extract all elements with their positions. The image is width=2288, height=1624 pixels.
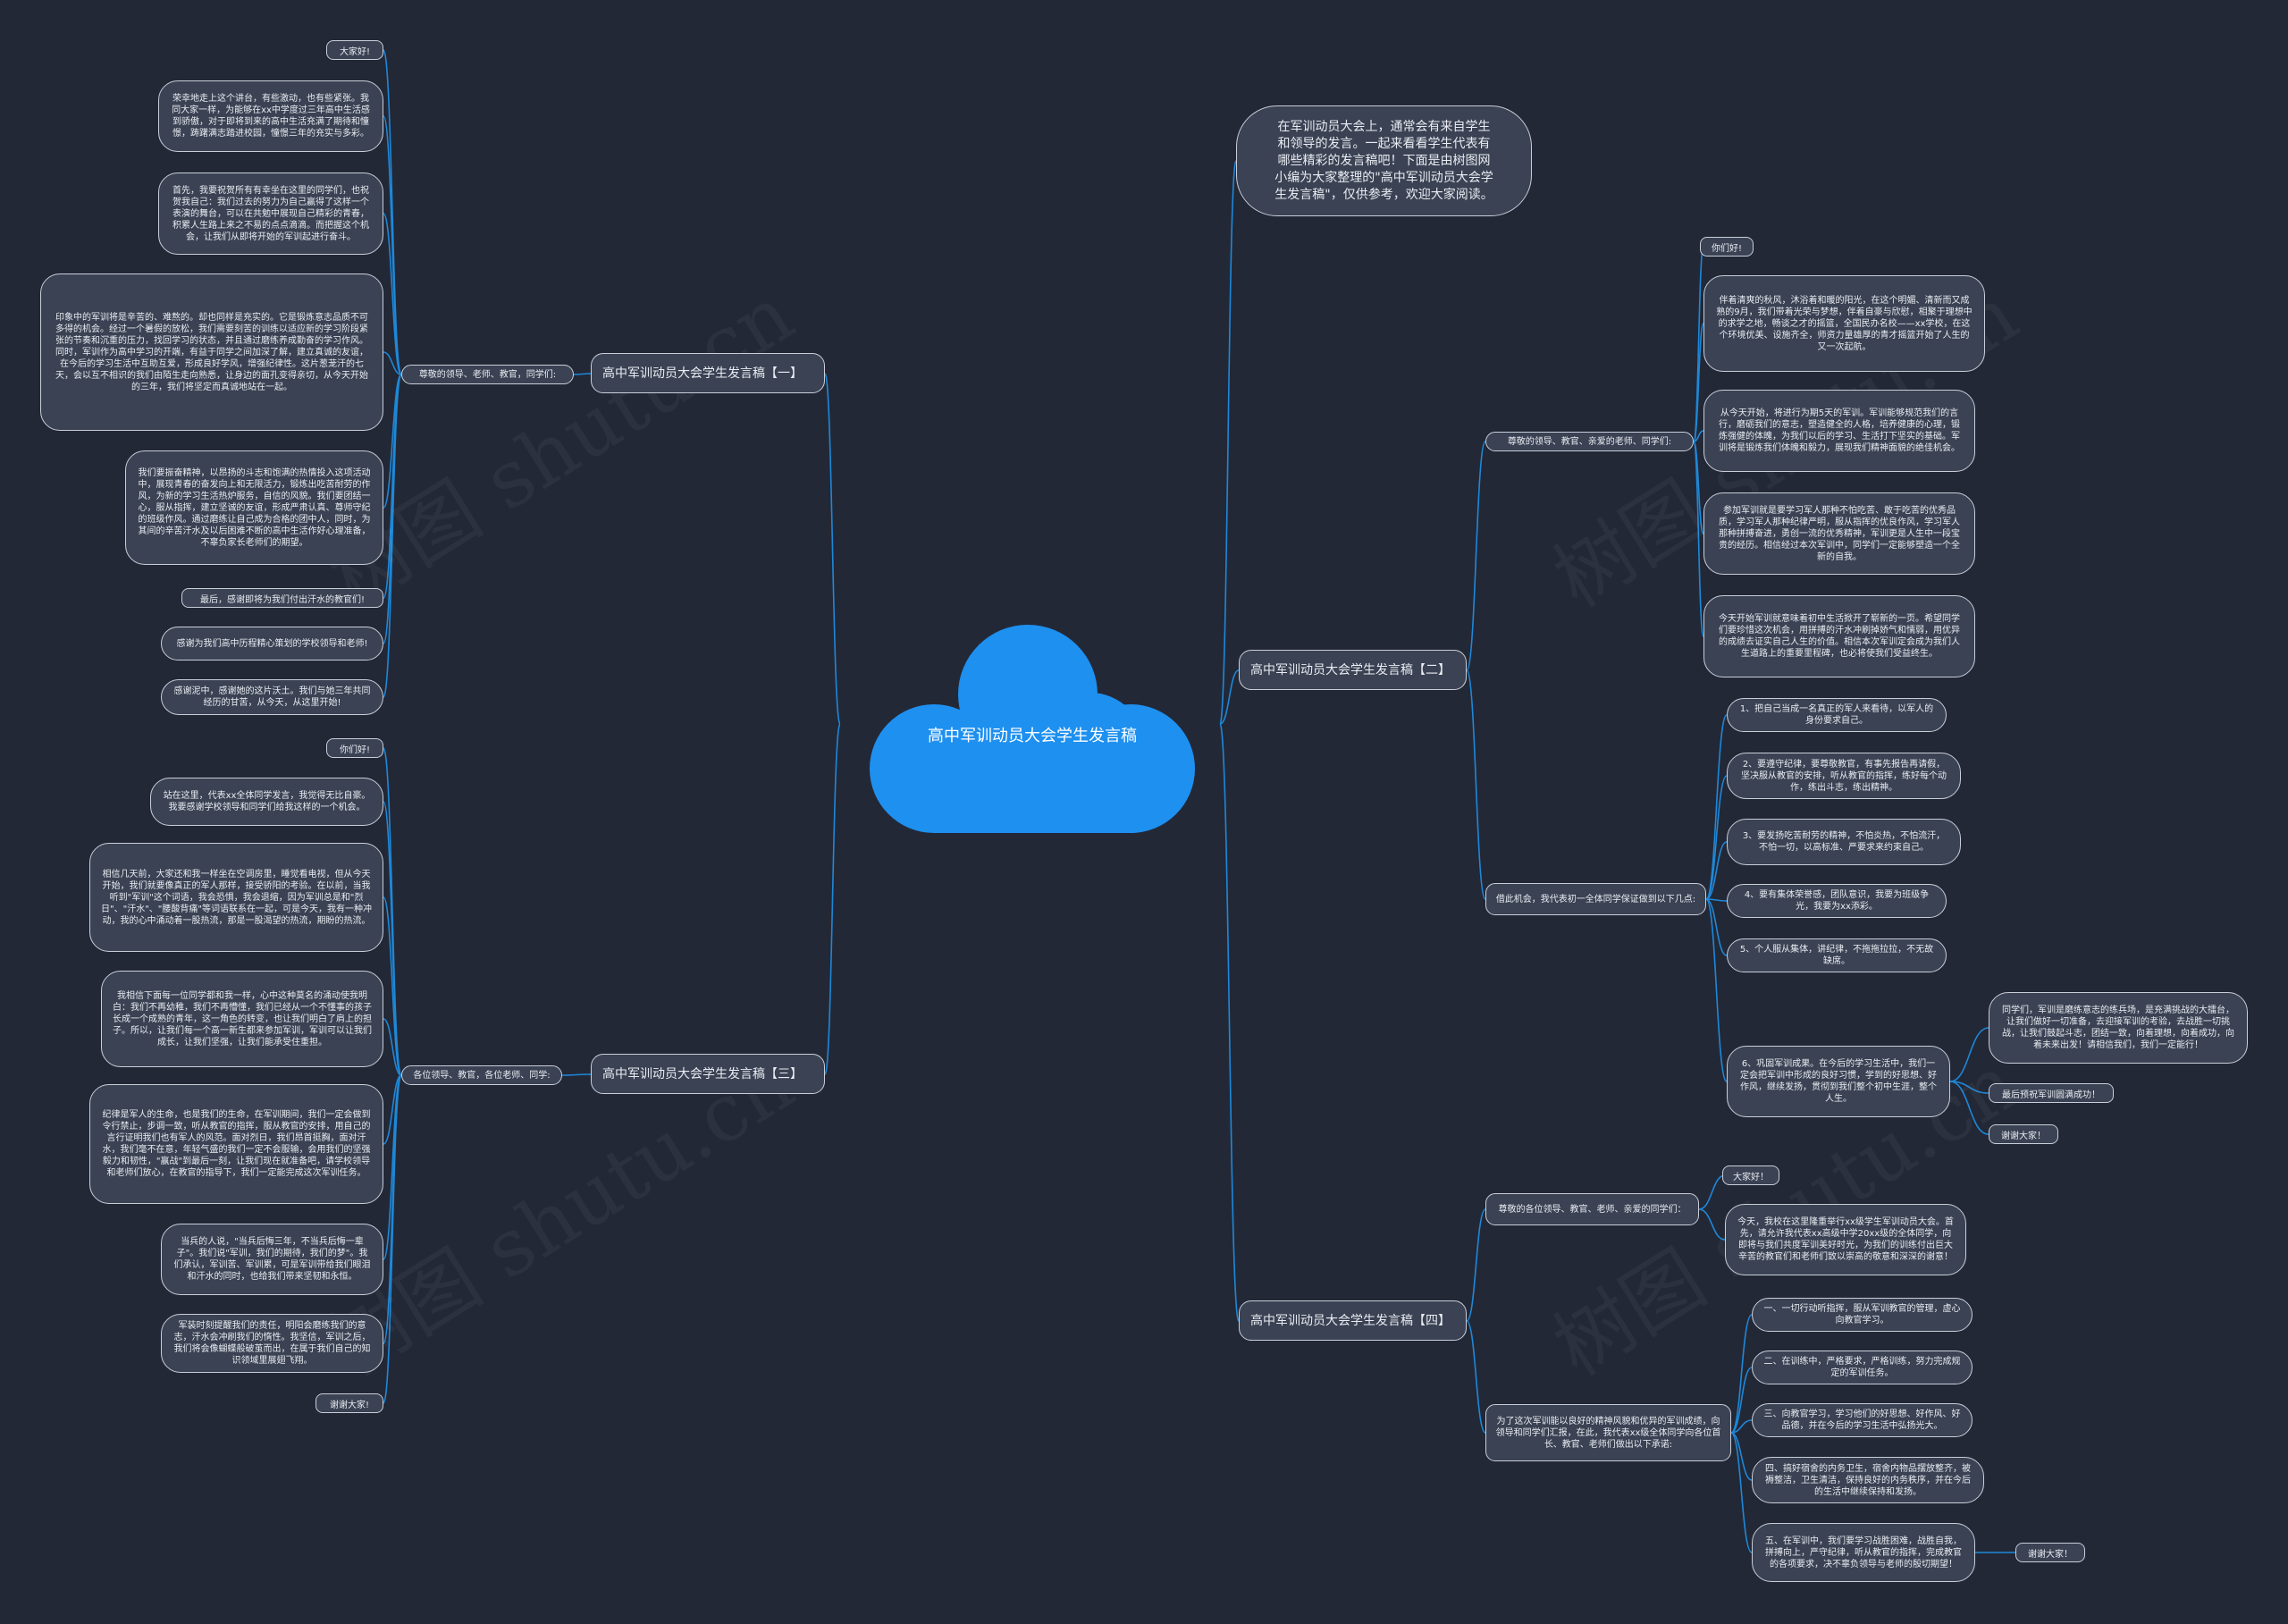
branch-4-leaf[interactable]: 三、向教官学习，学习他们的好思想、好作风、好品德，并在今后的学习生活中弘扬光大。 bbox=[1752, 1403, 1973, 1437]
connector-line bbox=[1219, 160, 1237, 725]
branch-1-leaf[interactable]: 印象中的军训将是辛苦的、难熬的。却也同样是充实的。它是锻炼意志品质不可多得的机会… bbox=[40, 273, 383, 431]
branch-3-leaf[interactable]: 纪律是军人的生命，也是我们的生命，在军训期间，我们一定会做到令行禁止，步调一致，… bbox=[89, 1084, 383, 1204]
branch-2-leaf[interactable]: 1、把自己当成一名真正的军人来看待，以军人的身份要求自己。 bbox=[1727, 698, 1947, 732]
connector-line bbox=[1693, 323, 1704, 442]
branch-4-leaf[interactable]: 一、一切行动听指挥，服从军训教官的管理，虚心向教官学习。 bbox=[1752, 1298, 1973, 1332]
connector-line bbox=[1705, 898, 1728, 902]
branch-1-leaf[interactable]: 大家好! bbox=[326, 40, 383, 60]
branch-4-leaf[interactable]: 二、在训练中，严格要求，严格训练，努力完成规定的军训任务。 bbox=[1752, 1351, 1973, 1384]
branch-3-greeting[interactable]: 各位领导、教官，各位老师、同学: bbox=[401, 1065, 562, 1085]
connector-line bbox=[1693, 441, 1704, 637]
connector-line bbox=[383, 213, 402, 375]
connector-line bbox=[1705, 898, 1728, 956]
branch-2-leaf[interactable]: 最后预祝军训圆满成功！ bbox=[1989, 1083, 2114, 1103]
connector-line bbox=[1705, 898, 1728, 1082]
branch-3-title[interactable]: 高中军训动员大会学生发言稿【三】 bbox=[591, 1054, 825, 1094]
branch-3-leaf[interactable]: 相信几天前，大家还和我一样坐在空调房里，睡觉看电视，但从今天开始，我们就要像真正… bbox=[89, 843, 383, 952]
connector-line bbox=[1693, 246, 1704, 442]
connector-line bbox=[383, 374, 402, 698]
branch-4-leaf[interactable]: 谢谢大家！ bbox=[2015, 1543, 2085, 1562]
branch-2-leaf[interactable]: 6、巩固军训成果。在今后的学习生活中，我们一定会把军训中形成的良好习惯，学到的好… bbox=[1727, 1046, 1950, 1117]
branch-1-leaf[interactable]: 最后，感谢即将为我们付出汗水的教官们! bbox=[181, 588, 383, 608]
connector-line bbox=[383, 747, 402, 1076]
branch-2-leaf[interactable]: 同学们，军训是磨练意志的练兵场，是充满挑战的大擂台，让我们做好一切准备，去迎接军… bbox=[1989, 992, 2248, 1064]
branch-2-leaf[interactable]: 2、要遵守纪律，要尊敬教官，有事先报告再请假，坚决服从教官的安排，听从教官的指挥… bbox=[1727, 753, 1961, 799]
connector-line bbox=[1730, 1432, 1753, 1553]
branch-3-leaf[interactable]: 站在这里，代表xx全体同学发言，我觉得无比自豪。我要感谢学校领导和同学们给我这样… bbox=[150, 778, 383, 826]
connector-line bbox=[1730, 1367, 1753, 1434]
connector-line bbox=[1698, 1174, 1726, 1210]
connector-line bbox=[561, 1073, 592, 1076]
connector-line bbox=[1730, 1314, 1753, 1434]
branch-2-leaf[interactable]: 你们好! bbox=[1700, 237, 1754, 257]
branch-1-leaf[interactable]: 感谢泥中，感谢她的这片沃土。我们与她三年共同经历的甘苦，从今天，从这里开始! bbox=[161, 679, 383, 715]
branch-3-leaf[interactable]: 谢谢大家! bbox=[315, 1393, 383, 1413]
connector-line bbox=[383, 49, 402, 375]
connector-line bbox=[383, 801, 402, 1076]
branch-2-leaf[interactable]: 从今天开始，将进行为期5天的军训。军训能够规范我们的言行，磨砺我们的意志，塑造健… bbox=[1703, 390, 1975, 472]
branch-2-leaf[interactable]: 4、要有集体荣誉感，团队意识，我要为班级争光，我要为xx添彩。 bbox=[1727, 884, 1947, 918]
branch-4-leaf[interactable]: 大家好！ bbox=[1722, 1165, 1779, 1185]
connector-line bbox=[1949, 1081, 1989, 1135]
connector-line bbox=[1693, 430, 1704, 442]
connector-line bbox=[1466, 441, 1486, 671]
branch-4-greeting[interactable]: 尊敬的各位领导、教官、老师、亲爱的同学们： bbox=[1485, 1193, 1699, 1225]
connector-line bbox=[1705, 775, 1728, 900]
branch-1-leaf[interactable]: 首先，我要祝贺所有有幸坐在这里的同学们，也祝贺我自己：我们过去的努力为自己赢得了… bbox=[158, 172, 383, 255]
branch-1-leaf[interactable]: 我们要振奋精神，以昂扬的斗志和饱满的热情投入这项活动中，展现青春的奋发向上和无限… bbox=[125, 450, 383, 565]
connector-line bbox=[1219, 669, 1240, 725]
connector-line bbox=[383, 1018, 402, 1076]
branch-2-leaf[interactable]: 参加军训就是要学习军人那种不怕吃苦、敢于吃苦的优秀品质，学习军人那种纪律严明，服… bbox=[1703, 492, 1975, 575]
branch-1-greeting[interactable]: 尊敬的领导、老师、教官，同学们: bbox=[401, 365, 574, 384]
branch-2-leaf[interactable]: 今天开始军训就意味着初中生活掀开了崭新的一页。希望同学们要珍惜这次机会，用拼搏的… bbox=[1703, 595, 1975, 677]
connector-line bbox=[383, 351, 402, 375]
connector-line bbox=[1219, 723, 1240, 1322]
branch-4-pledge[interactable]: 为了这次军训能以良好的精神风貌和优异的军训成绩，向领导和同学们汇报，在此，我代表… bbox=[1485, 1404, 1731, 1461]
branch-2-leaf[interactable]: 3、要发扬吃苦耐劳的精神，不怕炎热，不怕流汗，不怕一切，以高标准、严要求来约束自… bbox=[1727, 819, 1961, 865]
connector-line bbox=[1730, 1419, 1753, 1434]
branch-2-pledge[interactable]: 借此机会，我代表初一全体同学保证做到以下几点: bbox=[1485, 883, 1706, 915]
branch-4-leaf[interactable]: 四、搞好宿舍的内务卫生，宿舍内物品摆放整齐，被褥整洁，卫生清洁，保持良好的内务秩… bbox=[1752, 1457, 1984, 1503]
connector-line bbox=[383, 896, 402, 1076]
connector-line bbox=[1949, 1027, 1989, 1082]
connector-line bbox=[1698, 1208, 1726, 1241]
branch-3-leaf[interactable]: 我相信下面每一位同学都和我一样，心中这种莫名的涌动使我明白：我们不再幼稚，我们不… bbox=[101, 971, 383, 1067]
branch-4-leaf[interactable]: 今天，我校在这里隆重举行xx级学生军训动员大会。首先，请允许我代表xx高级中学2… bbox=[1725, 1204, 1966, 1275]
branch-2-greeting[interactable]: 尊敬的领导、教官、亲爱的老师、同学们: bbox=[1485, 432, 1694, 451]
intro-node[interactable]: 在军训动员大会上，通常会有来自学生和领导的发言。一起来看看学生代表有哪些精彩的发… bbox=[1236, 105, 1532, 216]
branch-2-title[interactable]: 高中军训动员大会学生发言稿【二】 bbox=[1239, 650, 1467, 690]
connector-line bbox=[1466, 1320, 1486, 1434]
connector-line bbox=[1466, 1208, 1486, 1322]
central-topic[interactable]: 高中军训动员大会学生发言稿 bbox=[928, 727, 1137, 745]
branch-2-leaf[interactable]: 伴着清爽的秋风，沐浴着和暖的阳光，在这个明媚、清新而又成熟的9月，我们带着光荣与… bbox=[1703, 275, 1985, 372]
connector-line bbox=[383, 1074, 402, 1404]
branch-2-leaf[interactable]: 5、个人服从集体，讲纪律，不拖拖拉拉，不无故缺席。 bbox=[1727, 938, 1947, 972]
branch-4-leaf[interactable]: 五、在军训中，我们要学习战胜困难，战胜自我，拼搏向上，严守纪律，听从教官的指挥，… bbox=[1752, 1523, 1975, 1582]
branch-2-leaf[interactable]: 谢谢大家！ bbox=[1989, 1124, 2058, 1144]
branch-3-leaf[interactable]: 当兵的人说，"当兵后悔三年，不当兵后悔一辈子"。我们说"军训，我们的期待，我们的… bbox=[161, 1224, 383, 1295]
branch-4-title[interactable]: 高中军训动员大会学生发言稿【四】 bbox=[1239, 1300, 1467, 1341]
connector-line bbox=[1730, 1432, 1753, 1481]
branch-1-leaf[interactable]: 感谢为我们高中历程精心策划的学校领导和老师! bbox=[161, 627, 383, 661]
connector-line bbox=[383, 115, 402, 375]
connector-line bbox=[1466, 669, 1486, 900]
branch-1-title[interactable]: 高中军训动员大会学生发言稿【一】 bbox=[591, 353, 825, 393]
branch-3-leaf[interactable]: 军装时刻提醒我们的责任，明阳会磨练我们的意志，汗水会冲刷我们的惰性。我坚信，军训… bbox=[161, 1314, 383, 1373]
branch-3-leaf[interactable]: 你们好! bbox=[326, 738, 383, 758]
branch-1-leaf[interactable]: 荣幸地走上这个讲台，有些激动，也有些紧张。我同大家一样，为能够在xx中学度过三年… bbox=[158, 80, 383, 152]
cloud-icon bbox=[870, 625, 1195, 833]
connector-line bbox=[1705, 841, 1728, 900]
connector-line bbox=[383, 1074, 402, 1145]
connector-line bbox=[824, 723, 841, 1075]
connector-line bbox=[824, 373, 841, 725]
